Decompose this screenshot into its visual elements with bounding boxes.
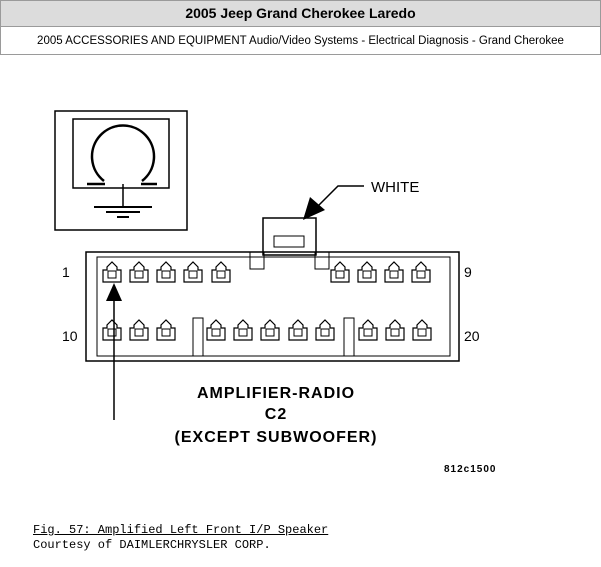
connector-pin-top-7 — [357, 261, 377, 283]
connector-pin-top-8 — [384, 261, 404, 283]
connector-name: AMPLIFIER-RADIO — [197, 385, 355, 402]
top-pin-row — [102, 261, 431, 283]
wire-leader-arrow-icon — [303, 185, 364, 220]
connector-pin-bottom-4 — [206, 319, 226, 341]
connector-body — [85, 217, 460, 362]
bottom-pin-row — [102, 319, 432, 341]
figure-courtesy: Courtesy of DAIMLERCHRYSLER CORP. — [33, 538, 271, 552]
figure-title: Fig. 57: Amplified Left Front I/P Speake… — [33, 523, 329, 537]
connector-pin-top-6 — [330, 261, 350, 283]
connector-pin-bottom-6 — [260, 319, 280, 341]
pin-pointer-arrow-icon — [106, 283, 122, 420]
image-code: 812c1500 — [444, 464, 497, 475]
figure-caption: Fig. 57: Amplified Left Front I/P Speake… — [33, 523, 328, 553]
connector-pin-bottom-3 — [156, 319, 176, 341]
section-subtitle: 2005 ACCESSORIES AND EQUIPMENT Audio/Vid… — [37, 35, 564, 47]
connector-pin-top-5 — [211, 261, 231, 283]
connector-pin-bottom-11 — [412, 319, 432, 341]
connector-pin-bottom-10 — [385, 319, 405, 341]
connector-pin-top-1 — [102, 261, 122, 283]
connector-pin-bottom-2 — [129, 319, 149, 341]
connector-pin-top-9 — [411, 261, 431, 283]
connector-pin-bottom-9 — [358, 319, 378, 341]
connector-pin-bottom-5 — [233, 319, 253, 341]
connector-pin-top-2 — [129, 261, 149, 283]
vehicle-title: 2005 Jeep Grand Cherokee Laredo — [1, 1, 600, 27]
pin-number-end-top: 9 — [464, 264, 472, 280]
speaker-symbol-icon — [54, 110, 188, 231]
document-header: 2005 Jeep Grand Cherokee Laredo 2005 ACC… — [0, 0, 601, 55]
pin-number-start-bottom: 10 — [62, 328, 78, 344]
pin-number-end-bottom: 20 — [464, 328, 480, 344]
connector-note: (EXCEPT SUBWOOFER) — [175, 429, 378, 446]
connector-pin-bottom-7 — [288, 319, 308, 341]
pin-number-start-top: 1 — [62, 264, 70, 280]
connector-pin-bottom-1 — [102, 319, 122, 341]
wire-color-label: WHITE — [371, 179, 419, 196]
connector-pin-bottom-8 — [315, 319, 335, 341]
connector-id: C2 — [265, 406, 287, 423]
connector-pin-top-4 — [183, 261, 203, 283]
connector-pin-top-3 — [156, 261, 176, 283]
